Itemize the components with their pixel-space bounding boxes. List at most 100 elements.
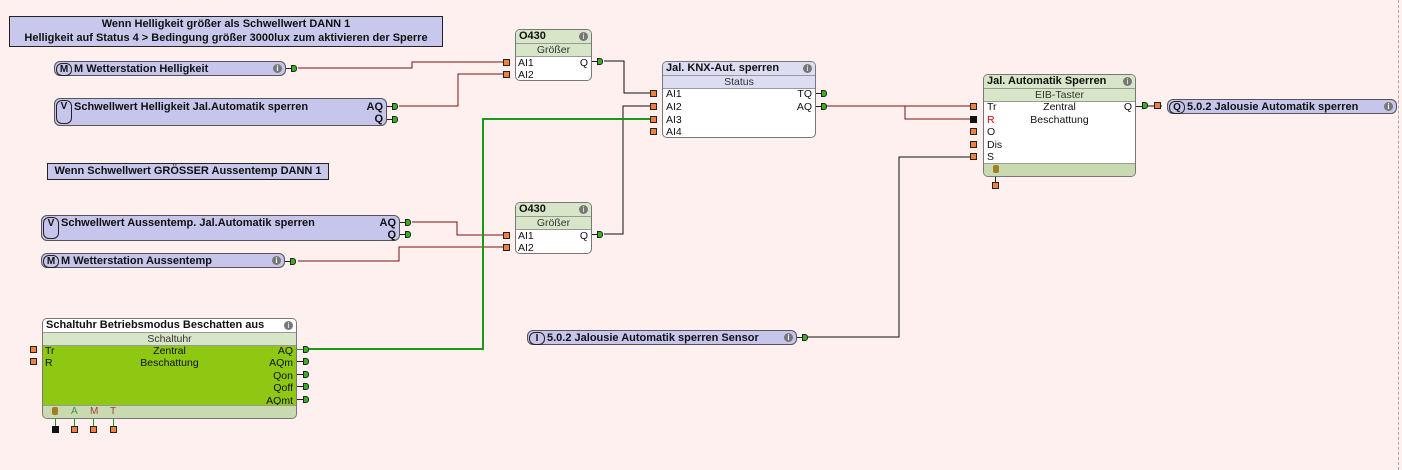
block-type: Schaltuhr (43, 333, 296, 346)
input-pin-ai2[interactable] (650, 103, 657, 110)
input-pin-o[interactable] (970, 128, 977, 135)
block-groesser-2[interactable]: O430 i Größer AI1 AI2 Q (515, 202, 592, 254)
input-label-o: O (987, 126, 996, 138)
wire-schwellwert-helligkeit-to-groesser1-ai2 (399, 73, 506, 107)
footer-pin-lock[interactable] (52, 426, 59, 433)
footer-pin-m[interactable] (90, 426, 97, 433)
block-type: Status (663, 76, 815, 89)
input-label-ai1: AI1 (666, 88, 682, 100)
output-input-pin[interactable] (1154, 102, 1161, 109)
output-pin-qon[interactable] (303, 371, 309, 378)
input-pin-ai2[interactable] (503, 71, 510, 78)
block-title: Jal. Automatik Sperren (984, 75, 1135, 89)
input-pin-dis[interactable] (970, 141, 977, 148)
pin-stub (297, 386, 303, 387)
input-v-schwellwert-helligkeit[interactable]: V Schwellwert Helligkeit Jal.Automatik s… (54, 98, 387, 126)
info-icon[interactable]: i (579, 32, 588, 41)
input-pin-tr[interactable] (970, 103, 977, 110)
output-label-qoff: Qoff (273, 382, 293, 394)
block-schaltuhr[interactable]: Schaltuhr Betriebsmodus Beschatten aus i… (42, 318, 297, 419)
output-pin[interactable] (802, 334, 808, 341)
info-icon[interactable]: i (579, 205, 588, 214)
output-q-jalousie-sperren[interactable]: Q 5.0.2 Jalousie Automatik sperren i (1167, 99, 1397, 114)
input-m-wetterstation-aussentemp[interactable]: M M Wetterstation Aussentemp i (41, 253, 285, 268)
input-pin-s[interactable] (970, 153, 977, 160)
block-groesser-1[interactable]: O430 i Größer AI1 AI2 Q (515, 29, 592, 81)
input-pin-ai1[interactable] (650, 90, 657, 97)
info-icon[interactable]: i (273, 64, 282, 73)
output-pin-aq[interactable] (303, 346, 309, 353)
output-pin-q[interactable] (405, 231, 411, 238)
input-i-jalousie-sensor[interactable]: I 5.0.2 Jalousie Automatik sperren Senso… (527, 330, 797, 345)
pin-stub (297, 349, 303, 350)
footer-pin[interactable] (992, 182, 999, 189)
tag-v: V (56, 100, 72, 124)
pin-stub (592, 61, 598, 62)
block-title: Schaltuhr Betriebsmodus Beschatten aus (43, 319, 296, 333)
output-label: 5.0.2 Jalousie Automatik sperren (1187, 101, 1359, 113)
input-pin-ai4[interactable] (650, 128, 657, 135)
center-label-beschattung: Beschattung (140, 357, 199, 369)
info-icon[interactable]: i (272, 256, 281, 265)
output-label-q: Q (579, 230, 588, 242)
info-icon[interactable]: i (784, 333, 793, 342)
output-pin-aq[interactable] (405, 219, 411, 226)
block-jal-knx-aut-sperren[interactable]: Jal. KNX-Aut. sperren i Status AI1 AI2 A… (662, 61, 816, 138)
input-label-ai1: AI1 (518, 57, 534, 69)
output-pin-aq[interactable] (392, 103, 398, 110)
output-pin-tq[interactable] (821, 90, 827, 97)
output-pin[interactable] (291, 65, 297, 72)
info-icon[interactable]: i (1384, 102, 1393, 111)
input-pin-ai1[interactable] (503, 59, 510, 66)
output-pin-q[interactable] (597, 231, 603, 238)
output-pin-qoff[interactable] (303, 383, 309, 390)
input-m-wetterstation-helligkeit[interactable]: M M Wetterstation Helligkeit i (54, 61, 286, 76)
info-icon[interactable]: i (803, 64, 812, 73)
pin-stub (286, 68, 292, 69)
output-pin-aqmt[interactable] (303, 396, 309, 403)
block-title: O430 (516, 30, 591, 44)
input-label-tr: Tr (987, 101, 997, 113)
input-label-ai1: AI1 (518, 230, 534, 242)
input-pin-r[interactable] (970, 116, 977, 123)
info-icon[interactable]: i (1123, 77, 1132, 86)
output-pin[interactable] (290, 258, 296, 265)
block-type: EIB-Taster (984, 89, 1135, 102)
input-v-schwellwert-aussentemp[interactable]: V Schwellwert Aussentemp. Jal.Automatik … (41, 215, 400, 241)
output-pin-q[interactable] (597, 58, 603, 65)
block-type: Größer (516, 217, 591, 230)
input-pin-r[interactable] (30, 358, 37, 365)
input-pin-ai1[interactable] (503, 232, 510, 239)
input-label: M Wetterstation Helligkeit (74, 63, 209, 75)
footer-pin-t[interactable] (110, 426, 117, 433)
tag-m: M (43, 255, 59, 268)
input-pin-ai3[interactable] (650, 116, 657, 123)
input-pin-ai2[interactable] (503, 244, 510, 251)
pin-stub (400, 222, 406, 223)
input-pin-tr[interactable] (30, 346, 37, 353)
automatik-q-pin[interactable] (1142, 102, 1148, 109)
pin-stub (297, 399, 303, 400)
input-label: Schwellwert Aussentemp. Jal.Automatik sp… (61, 217, 315, 229)
output-pin-q[interactable] (392, 116, 398, 123)
footer-pin-a[interactable] (71, 426, 78, 433)
wire-helligkeit-to-groesser1-ai1 (298, 61, 506, 69)
input-label-tr: Tr (45, 345, 55, 357)
output-pin-aq[interactable] (821, 103, 827, 110)
pin-stub (1136, 106, 1142, 107)
input-label-ai3: AI3 (666, 114, 682, 126)
pin-stub (297, 361, 303, 362)
tag-i: I (529, 332, 545, 345)
output-pin-aqm[interactable] (303, 358, 309, 365)
comment-line: Wenn Helligkeit größer als Schwellwert D… (101, 18, 351, 30)
tag-q: Q (1169, 101, 1185, 114)
comment-line: Helligkeit auf Status 4 > Bedingung größ… (24, 32, 428, 44)
lock-icon (52, 407, 58, 415)
pin-stub (93, 419, 94, 426)
output-label-aq: AQ (796, 101, 812, 113)
pin-stub (816, 93, 822, 94)
block-jal-automatik-sperren[interactable]: Jal. Automatik Sperren i EIB-Taster Tr R… (983, 74, 1136, 177)
info-icon[interactable]: i (284, 321, 293, 330)
output-label-aqmt: AQmt (266, 395, 293, 407)
wire-groesser1-q-to-knx-ai1 (604, 60, 652, 94)
